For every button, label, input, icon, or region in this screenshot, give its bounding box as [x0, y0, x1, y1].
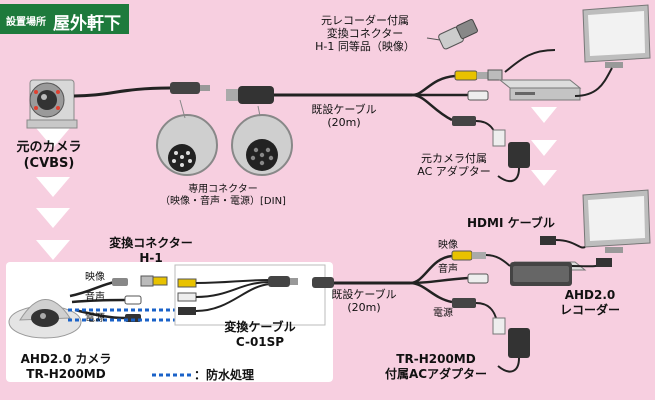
flow-arrow	[36, 208, 70, 228]
h1-converter-icon	[140, 275, 168, 287]
din-male-face-icon	[156, 99, 218, 176]
hdmi-cable-icon	[540, 236, 612, 268]
din-plug-female-icon	[312, 277, 334, 288]
rca-audio-plug-icon	[124, 295, 142, 305]
location-badge-caption: 設置場所	[0, 4, 49, 34]
power-plug-icon	[452, 298, 476, 308]
din-female-face-icon	[231, 105, 293, 176]
ahd-recorder-icon	[510, 261, 587, 286]
location-badge-title: 屋外軒下	[49, 4, 129, 34]
dedicated-connector-label: 専用コネクター （映像・音声・電源）[DIN]	[160, 184, 286, 207]
original-ac-adapter-icon	[492, 129, 530, 183]
line-audio-label: 音声	[85, 292, 105, 303]
original-camera-label: 元のカメラ (CVBS)	[16, 140, 82, 171]
hdmi-cable-label: HDMI ケーブル	[467, 216, 555, 230]
flow-arrow	[531, 107, 557, 123]
recorder-adapter-label: 元レコーダー付属 変換コネクター H-1 同等品（映像）	[315, 14, 415, 53]
conversion-connector-label: 変換コネクター H-1	[109, 236, 193, 265]
existing-cable-bottom-label: 既設ケーブル (20m)	[331, 288, 397, 314]
line-audio-label: 音声	[438, 264, 458, 275]
dc-plug-icon	[125, 314, 141, 322]
line-power-label: 電源	[433, 308, 453, 319]
din-plug-male-icon	[170, 82, 200, 94]
waterproof-marking	[68, 308, 180, 322]
location-badge: 設置場所 屋外軒下	[0, 4, 129, 34]
bnc-plug-icon	[112, 278, 128, 286]
original-recorder-icon	[498, 79, 582, 101]
ahd-camera-label: AHD2.0 カメラ TR-H200MD	[20, 352, 112, 381]
tr-ac-adapter-icon	[492, 317, 530, 373]
conversion-cable-label: 変換ケーブル C-01SP	[224, 320, 296, 349]
tr-adapter-label: TR-H200MD 付属ACアダプター	[384, 352, 488, 381]
camera-cable	[73, 86, 171, 98]
line-video-label: 映像	[438, 240, 458, 251]
original-camera-icon	[26, 79, 78, 129]
existing-cable-top-label: 既設ケーブル (20m)	[311, 103, 377, 129]
rca-video-plug-icon	[451, 250, 473, 261]
line-video-label: 映像	[85, 272, 105, 283]
line-power-label: 電源	[85, 313, 105, 324]
conversion-cable-icon	[174, 264, 326, 326]
monitor-bottom-icon	[582, 189, 651, 253]
rca-audio-plug-icon	[467, 273, 489, 284]
flow-arrow	[36, 240, 70, 260]
rca-audio-plug-icon	[467, 90, 489, 101]
bnc-adapter-icon	[426, 19, 503, 81]
original-ac-adapter-label: 元カメラ付属 AC アダプター	[417, 152, 491, 178]
ahd-dome-camera-icon	[8, 299, 82, 339]
ahd-recorder-label: AHD2.0 レコーダー	[559, 288, 620, 317]
monitor-top-icon	[582, 4, 651, 68]
flow-arrow	[36, 177, 70, 197]
flow-arrow	[36, 128, 70, 148]
flow-arrow	[531, 170, 557, 186]
rca-video-plug-icon	[454, 70, 478, 81]
waterproof-legend-label: ：防水処理	[194, 368, 255, 382]
din-plug-female-icon	[238, 86, 274, 104]
flow-arrow	[531, 140, 557, 156]
power-plug-icon	[452, 116, 476, 126]
